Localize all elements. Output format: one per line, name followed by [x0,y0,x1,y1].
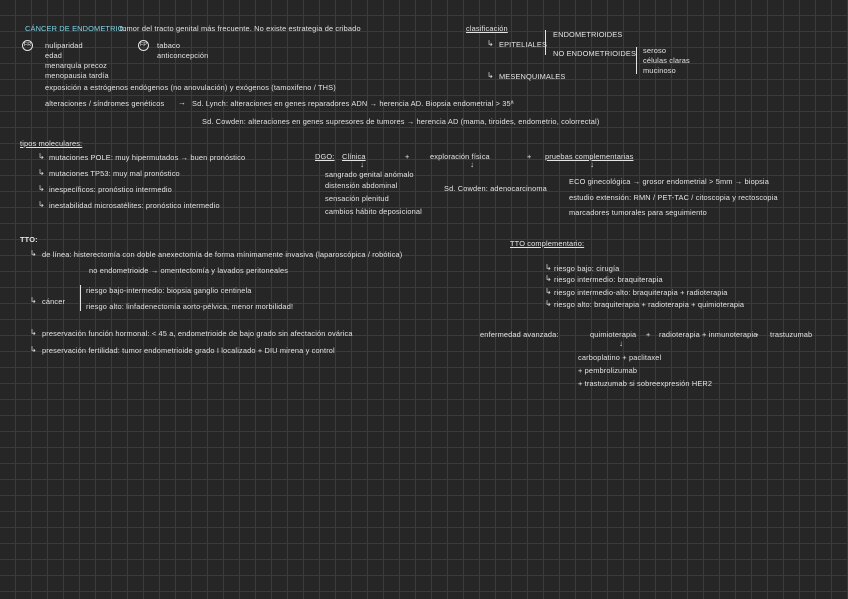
diagnosis-label: DGO: [315,152,335,161]
advanced-quimio: quimioterapia [590,330,637,339]
hormonal-preservation: preservación función hormonal: < 45 a, e… [42,329,353,338]
genetic-syndromes: alteraciones / síndromes genéticos [45,99,165,108]
complementary-item: riesgo intermedio: braquiterapia [554,275,663,284]
page-title: CÁNCER DE ENDOMETRIO: [25,24,126,33]
symptom: distensión abdominal [325,181,398,190]
exploration-finding: Sd. Cowden: adenocarcinoma [444,184,547,193]
classification-subtype: seroso [643,46,667,55]
risk-low-intermediate: riesgo bajo-intermedio: biopsia ganglio … [86,286,252,295]
complementary-title: TTO complementario: [510,239,585,248]
treatment-label: TTO: [20,235,38,244]
classification-endometrioid: ENDOMETRIOIDES [553,30,623,39]
advanced-disease-label: enfermedad avanzada: [480,330,559,339]
down-arrow-icon: ↓ [470,160,474,169]
symptom: sangrado genital anómalo [325,170,414,179]
branch-arrow-icon: ↳ [487,39,494,48]
risk-factor: menopausia tardía [45,71,109,80]
branch-arrow-icon: ↳ [545,287,552,296]
molecular-type: mutaciones TP53: muy mal pronóstico [49,169,180,178]
diagnosis-clinical: Clínica [342,152,366,161]
advanced-regimen: + pembrolizumab [578,366,638,375]
branch-arrow-icon: ↳ [38,200,45,209]
diagnosis-tests: pruebas complementarias [545,152,634,161]
classification-subtype: células claras [643,56,690,65]
treatment-cancer: cáncer [42,297,66,306]
molecular-title: tipos moleculares: [20,139,83,148]
plus-icon: + [405,152,410,161]
down-arrow-icon: ↓ [619,339,623,348]
branch-arrow-icon: ↳ [545,299,552,308]
branch-arrow-icon: ↳ [30,249,37,258]
brace-icon [80,285,81,311]
cowden-syndrome: Sd. Cowden: alteraciones en genes supres… [202,117,600,126]
advanced-radio-immuno: radioterapia + inmunoterapia [659,330,758,339]
risk-factor: menarquía precoz [45,61,107,70]
diagnosis-exploration: exploración física [430,152,490,161]
complementary-test: estudio extensión: RMN / PET-TAC / citos… [569,193,778,202]
treatment-non-endometrioid: no endometrioide → omentectomía y lavado… [89,266,289,275]
complementary-test: marcadores tumorales para seguimiento [569,208,707,217]
risk-factors-badge: FR [22,40,33,51]
complementary-test: ECO ginecológica → grosor endometrial > … [569,177,769,186]
protective-factors-badge: FP [138,40,149,51]
risk-factor: exposición a estrógenos endógenos (no an… [45,83,336,92]
complementary-item: riesgo bajo: cirugía [554,264,620,273]
symptom: cambios hábito deposicional [325,207,422,216]
down-arrow-icon: ↓ [590,160,594,169]
treatment-first-line: de línea: histerectomía con doble anexec… [42,250,403,259]
branch-arrow-icon: ↳ [38,168,45,177]
protective-factor: anticoncepción [157,51,209,60]
classification-epitelial: EPITELIALES [499,40,548,49]
advanced-regimen: carboplatino + paclitaxel [578,353,662,362]
plus-icon: + [527,152,532,161]
protective-factor: tabaco [157,41,181,50]
classification-non-endometrioid: NO ENDOMETRIOIDES [553,49,637,58]
intro-text: tumor del tracto genital más frecuente. … [120,24,361,33]
advanced-regimen: + trastuzumab si sobreexpresión HER2 [578,379,713,388]
brace-icon [636,47,637,74]
branch-arrow-icon: ↳ [30,296,37,305]
arrow-icon: → [752,329,760,338]
branch-arrow-icon: ↳ [487,71,494,80]
fertility-preservation: preservación fertilidad: tumor endometri… [42,346,335,355]
classification-subtype: mucinoso [643,66,676,75]
advanced-trastuzumab: trastuzumab [770,330,813,339]
classification-title: clasificación [466,24,508,33]
complementary-item: riesgo alto: braquiterapia + radioterapi… [554,300,745,309]
plus-icon: + [646,330,651,339]
risk-factor: edad [45,51,63,60]
complementary-item: riesgo intermedio-alto: braquiterapia + … [554,288,728,297]
branch-arrow-icon: ↳ [30,345,37,354]
branch-arrow-icon: ↳ [545,263,552,272]
molecular-type: inestabilidad microsatélites: pronóstico… [49,201,220,210]
branch-arrow-icon: ↳ [30,328,37,337]
molecular-type: mutaciones POLE: muy hipermutados → buen… [49,153,246,162]
risk-high: riesgo alto: linfadenectomía aorto-pélvi… [86,302,294,311]
brace-icon [545,30,546,55]
branch-arrow-icon: ↳ [38,152,45,161]
down-arrow-icon: ↓ [360,160,364,169]
branch-arrow-icon: ↳ [38,184,45,193]
symptom: sensación plenitud [325,194,389,203]
molecular-type: inespecíficos: pronóstico intermedio [49,185,172,194]
classification-mesenchymal: MESENQUIMALES [499,72,566,81]
lynch-syndrome: Sd. Lynch: alteraciones en genes reparad… [192,99,514,108]
branch-arrow-icon: ↳ [545,274,552,283]
arrow-icon: → [178,98,186,107]
risk-factor: nuliparidad [45,41,83,50]
